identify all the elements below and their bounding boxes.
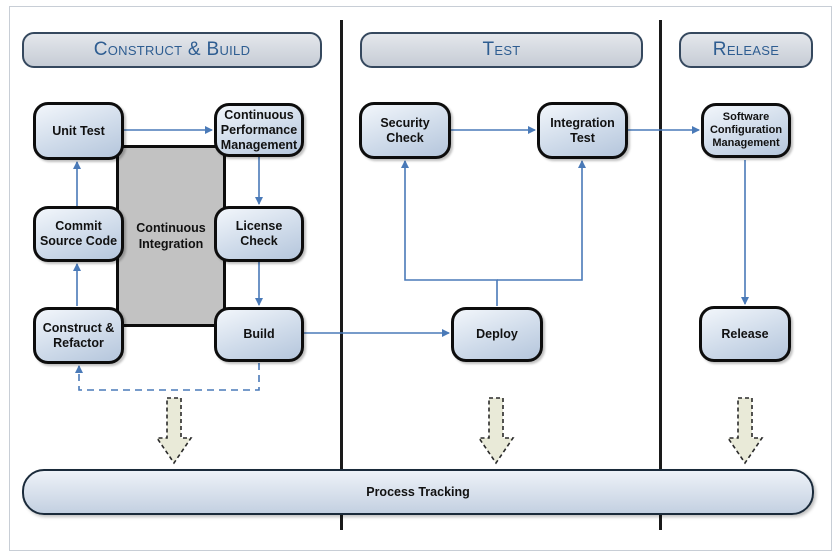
node-software-configuration-management: Software Configuration Management xyxy=(701,103,791,158)
node-release: Release xyxy=(699,306,791,362)
diagram-frame xyxy=(9,6,832,551)
phase-divider-2 xyxy=(659,20,662,530)
down-arrow-release xyxy=(726,397,764,465)
arrow-build-to-construct-dashed xyxy=(75,363,260,391)
down-arrow-test xyxy=(477,397,515,465)
continuous-integration-block: Continuous Integration xyxy=(116,145,226,327)
phase-divider-1 xyxy=(340,20,343,530)
node-construct-refactor: Construct & Refactor xyxy=(33,307,124,364)
phase-header-construct-build: Construct & Build xyxy=(22,32,322,68)
phase-header-test: Test xyxy=(360,32,643,68)
arrow-deploy-to-security-check xyxy=(401,160,498,306)
node-continuous-performance-management: Continuous Performance Management xyxy=(214,103,304,157)
node-integration-test: Integration Test xyxy=(537,102,628,159)
phase-header-release: Release xyxy=(679,32,813,68)
node-unit-test: Unit Test xyxy=(33,102,124,160)
node-license-check: License Check xyxy=(214,206,304,262)
node-security-check: Security Check xyxy=(359,102,451,159)
down-arrow-construct-build xyxy=(155,397,193,465)
node-deploy: Deploy xyxy=(451,307,543,362)
process-tracking-bar: Process Tracking xyxy=(22,469,814,515)
node-build: Build xyxy=(214,307,304,362)
node-commit-source-code: Commit Source Code xyxy=(33,206,124,262)
arrow-deploy-to-integration-test xyxy=(497,160,586,281)
